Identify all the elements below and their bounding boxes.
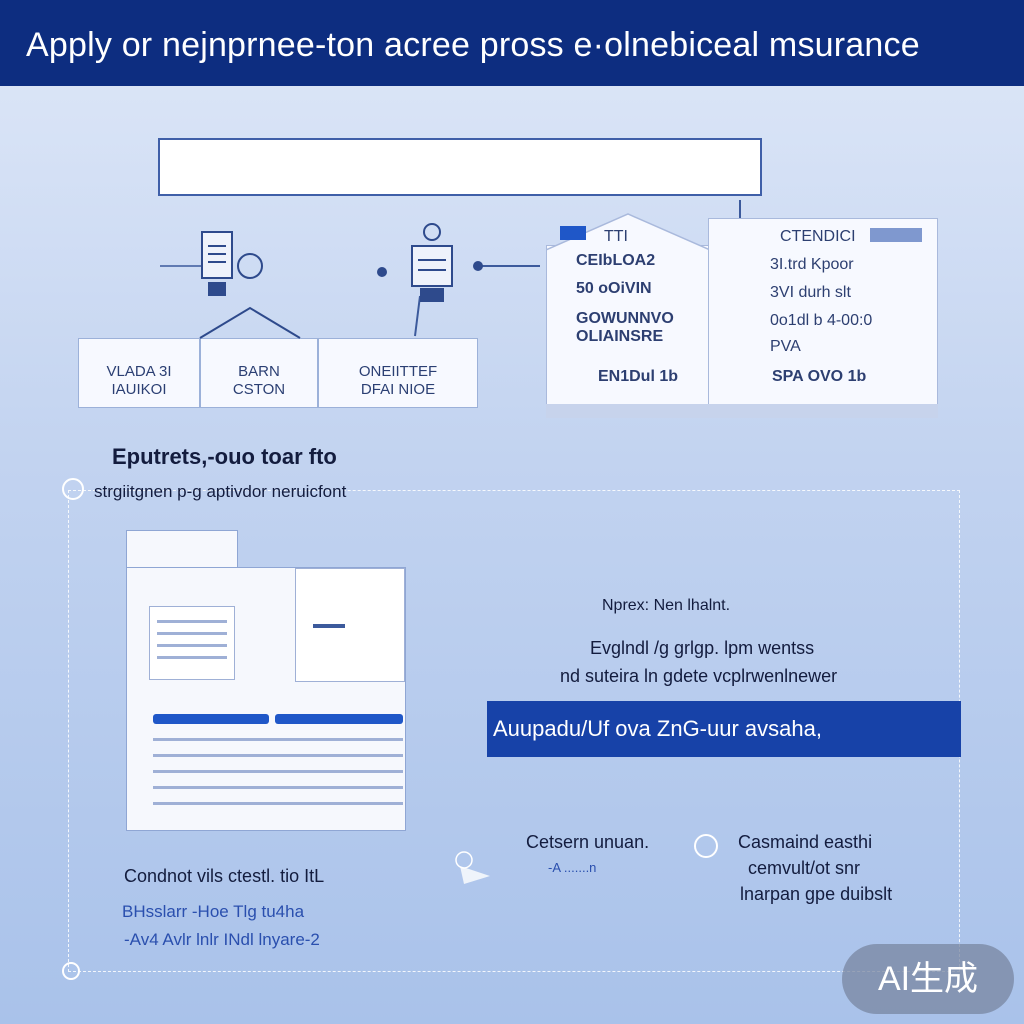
- step-box-1[interactable]: VLADA 3I IAUIKOI: [78, 338, 200, 408]
- step-box-2[interactable]: BARN CSTON: [200, 338, 318, 408]
- card-shadow-strip: [546, 404, 938, 418]
- step-3-line1: ONEIITTEF: [358, 363, 438, 380]
- step-box-3[interactable]: ONEIITTEF DFAI NIOE: [318, 338, 478, 408]
- step-2-line2: CSTON: [232, 381, 286, 398]
- location-pin-icon: [62, 478, 84, 500]
- card-left-tag: TTI: [604, 228, 628, 245]
- card-right-header: CTENDICI: [780, 228, 856, 245]
- bottom-right-line1: Casmaind easthi: [738, 832, 873, 852]
- card-right-line2: 3VI durh slt: [770, 284, 851, 301]
- ai-generated-badge: AI生成: [842, 944, 1014, 1014]
- card-left-footer: EN1Dul 1b: [598, 368, 679, 385]
- corner-dot-icon: [62, 962, 80, 980]
- section-subheading: strgiitgnen p-g aptivdor neruicfont: [94, 482, 347, 501]
- bottom-mid-line2: -A .......n: [548, 860, 597, 875]
- card-roof-icon: [546, 213, 710, 251]
- card-left-line4: OLIAINSRE: [576, 328, 664, 345]
- card-right-line1: 3I.trd Kpoor: [770, 256, 854, 273]
- page-title: Apply or nejnprnee-ton acree pross e·oln…: [26, 26, 920, 64]
- bottom-left-line2[interactable]: BHsslarr -Hoe Tlg tu4ha: [122, 902, 305, 921]
- bottom-left-line3[interactable]: -Av4 Avlr lnlr INdl lnyare-2: [124, 930, 320, 949]
- info-line-2: Evglndl /g grlgp. lpm wentss: [590, 638, 815, 658]
- apply-button[interactable]: Auupadu/Uf ova ZnG-uur avsaha,: [487, 701, 961, 757]
- magnifier-icon[interactable]: [694, 834, 718, 858]
- card-left-line1: CEIbLOA2: [576, 252, 656, 269]
- card-right-footer: SPA OVO 1b: [772, 368, 867, 385]
- info-line-3: nd suteira ln gdete vcplrwenlnewer: [560, 666, 838, 686]
- scanner-icon: [201, 231, 263, 296]
- info-line-1: Nprex: Nen lhalnt.: [602, 597, 731, 614]
- header-bar: Apply or nejnprnee-ton acree pross e·oln…: [0, 0, 1024, 86]
- bottom-right-line3: lnarpan gpe duibslt: [740, 884, 893, 904]
- bottom-mid-line1: Cetsern unuan.: [526, 832, 650, 852]
- card-right-header-badge: [870, 228, 922, 242]
- section-heading: Eputrets,-ouo toar fto: [112, 444, 337, 469]
- card-left-line2: 50 oOiVIN: [576, 280, 652, 297]
- bottom-left-line1: Condnot vils ctestl. tio ItL: [124, 866, 325, 886]
- bottom-right-line2: cemvult/ot snr: [748, 858, 861, 878]
- card-left-line3: GOWUNNVO: [576, 310, 674, 327]
- house-icon: [199, 306, 301, 339]
- info-card-right[interactable]: [708, 218, 938, 414]
- card-right-line4: PVA: [770, 338, 801, 355]
- step-3-line2: DFAI NIOE: [360, 381, 436, 398]
- search-input[interactable]: [158, 138, 762, 196]
- arrow-right-icon: [455, 851, 490, 884]
- step-1-line1: VLADA 3I: [106, 363, 172, 380]
- step-2-line1: BARN: [238, 363, 280, 380]
- step-1-line2: IAUIKOI: [111, 381, 167, 398]
- printer-icon: [411, 223, 453, 302]
- card-right-line3: 0o1dl b 4-00:0: [770, 312, 873, 329]
- document-icon: [126, 567, 406, 831]
